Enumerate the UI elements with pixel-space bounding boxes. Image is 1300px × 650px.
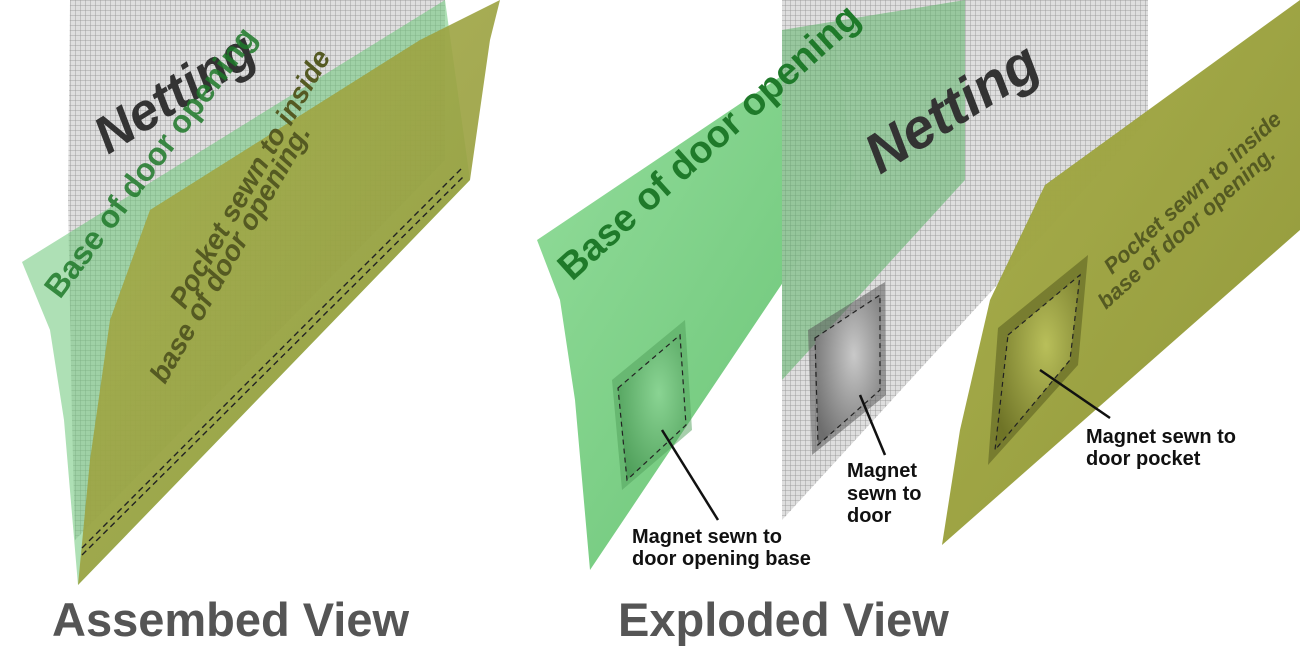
door-magnet-callout-line2: sewn to [847,483,921,505]
door-magnet-leader [858,394,887,456]
assembled-pocket-panel [78,0,500,585]
base-magnet-leader [660,429,720,521]
door-magnet-callout-line3: door [847,505,892,527]
door-magnet-patch [808,282,886,455]
pocket-magnet-leader [1039,368,1111,420]
pocket-magnet-callout-line2: door pocket [1086,448,1201,470]
assembled-view: Netting Base of door opening Pocket sewn… [22,0,500,585]
pocket-magnet-patch [988,255,1088,465]
assembled-view-title: Assembed View [52,593,410,646]
pocket-magnet-callout-line1: Magnet sewn to [1086,426,1236,448]
door-magnet-callout-line1: Magnet [847,460,917,482]
base-magnet-patch [612,320,692,490]
exploded-overlap-shade [782,0,965,380]
base-magnet-callout-line2: door opening base [632,548,811,570]
exploded-base-panel [537,40,855,570]
exploded-view-title: Exploded View [618,593,949,646]
base-magnet-callout-line1: Magnet sewn to [632,526,782,548]
exploded-view: Base of door opening Netting Pocket sewn… [537,0,1300,570]
